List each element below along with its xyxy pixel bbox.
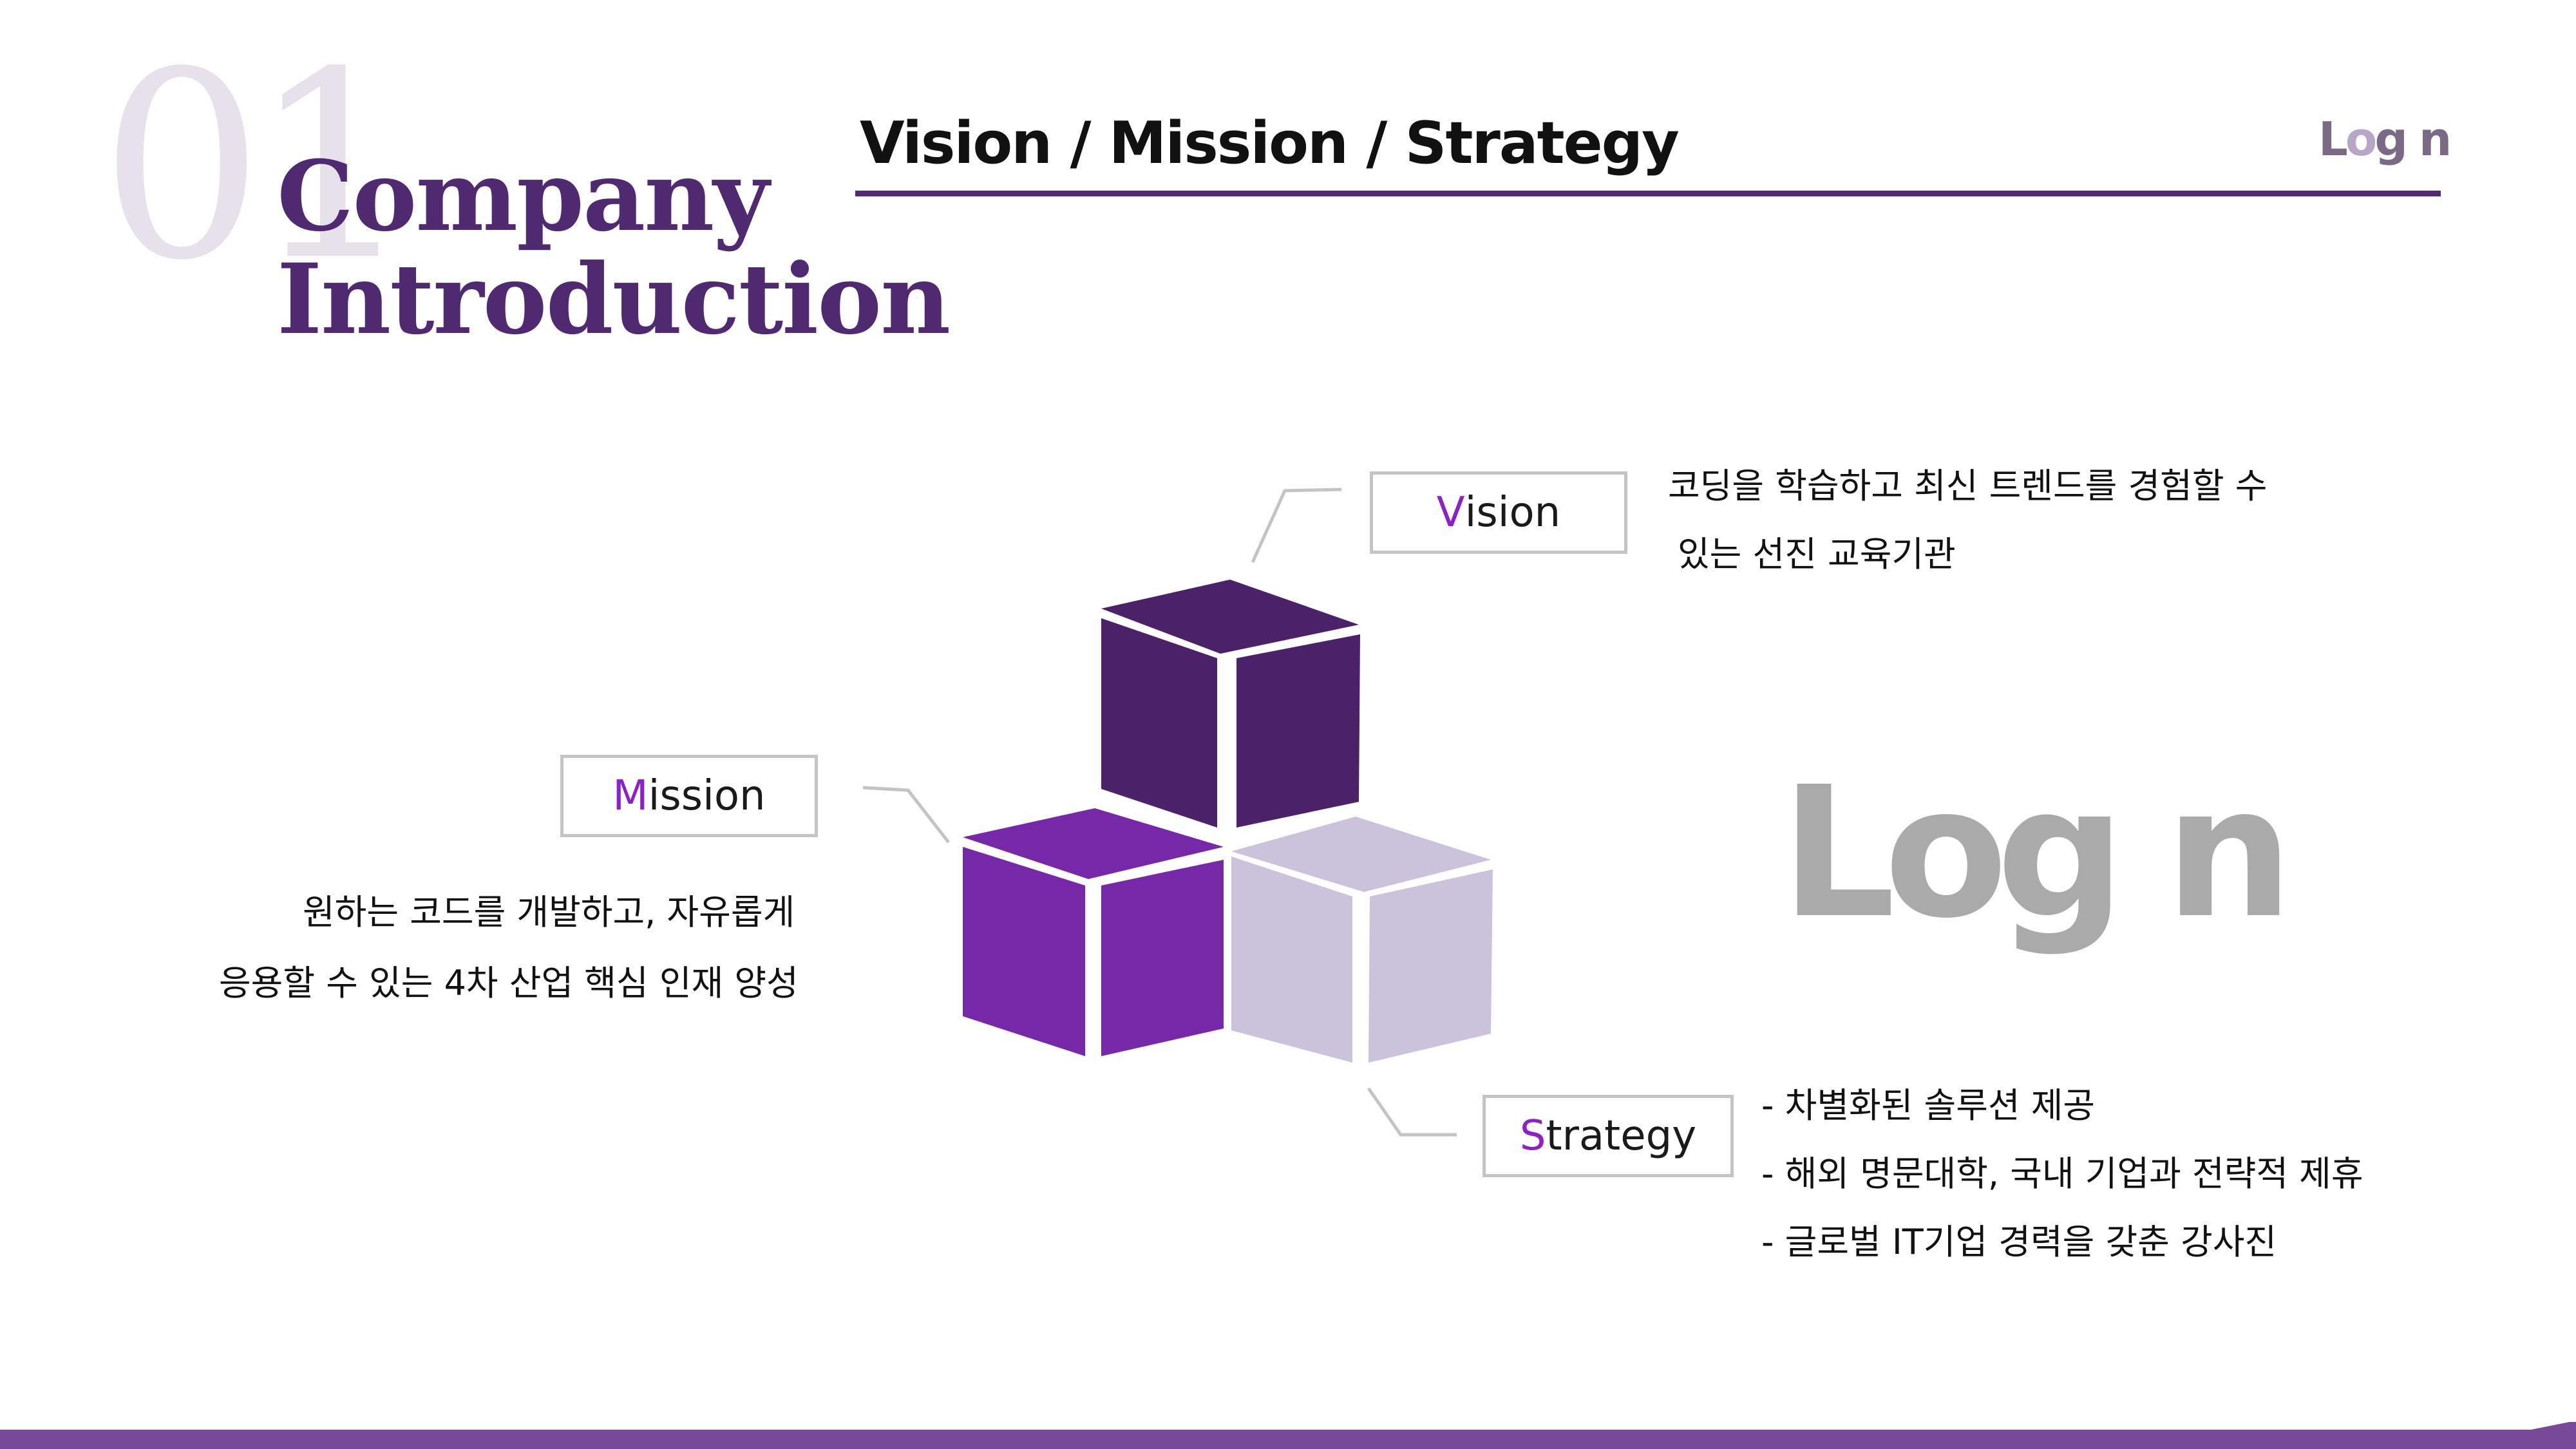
mission-label-initial: M bbox=[612, 772, 649, 820]
cube-top-face-top bbox=[1101, 580, 1359, 654]
strategy-connector bbox=[1367, 1087, 1457, 1137]
vision-label-initial: V bbox=[1436, 489, 1465, 536]
header-divider bbox=[855, 191, 2441, 196]
logo-letter-o: o bbox=[2345, 112, 2378, 166]
mission-description-line1: 원하는 코드를 개발하고, 자유롭게 bbox=[303, 892, 795, 933]
vision-label-rest: ision bbox=[1464, 489, 1561, 536]
cube-top bbox=[1101, 580, 1360, 828]
logo-letter-l: L bbox=[2318, 112, 2348, 166]
footer-bar-shape bbox=[0, 1422, 2576, 1449]
cube-left-face-right bbox=[1101, 860, 1224, 1056]
slide-header-title: Vision / Mission / Strategy bbox=[860, 109, 1680, 177]
strategy-item-3: - 글로벌 IT기업 경력을 갖춘 강사진 bbox=[1761, 1222, 2277, 1262]
strategy-item-1: - 차별화된 솔루션 제공 bbox=[1761, 1085, 2096, 1126]
vision-description-line1: 코딩을 학습하고 최신 트렌드를 경험할 수 bbox=[1668, 466, 2268, 506]
cube-left bbox=[963, 808, 1224, 1056]
cube-right-face-top bbox=[1231, 817, 1491, 892]
cube-right bbox=[1231, 817, 1493, 1063]
cube-top-face-right bbox=[1236, 634, 1360, 828]
vision-description-line2: 있는 선진 교육기관 bbox=[1678, 534, 1956, 574]
section-number: 01 bbox=[100, 17, 415, 317]
logo-letter-n: n bbox=[2418, 112, 2452, 166]
footer-bar bbox=[0, 1422, 2576, 1449]
cube-top-face-left bbox=[1101, 618, 1217, 828]
strategy-label-initial: S bbox=[1519, 1112, 1546, 1160]
strategy-label-rest: trategy bbox=[1546, 1112, 1697, 1160]
logo-letter-g: g bbox=[2374, 112, 2408, 166]
cube-left-face-left bbox=[963, 847, 1085, 1056]
cube-left-face-top bbox=[963, 808, 1224, 879]
section-title-line1: Company bbox=[277, 140, 769, 253]
mission-connector bbox=[862, 786, 950, 844]
section-title-line2: Introduction bbox=[277, 243, 951, 356]
brand-logo-large: Log n bbox=[1781, 748, 2293, 958]
cube-right-face-right bbox=[1368, 869, 1493, 1063]
mission-description-line2: 응용할 수 있는 4차 산업 핵심 인재 양성 bbox=[219, 963, 799, 1003]
mission-label-rest: ission bbox=[648, 772, 766, 820]
brand-logo-small: Log n bbox=[2318, 116, 2452, 162]
cube-right-face-left bbox=[1231, 857, 1352, 1063]
connector-lines bbox=[862, 488, 1457, 1137]
strategy-item-2: - 해외 명문대학, 국내 기업과 전략적 제휴 bbox=[1761, 1153, 2363, 1194]
vision-connector bbox=[1251, 488, 1342, 564]
